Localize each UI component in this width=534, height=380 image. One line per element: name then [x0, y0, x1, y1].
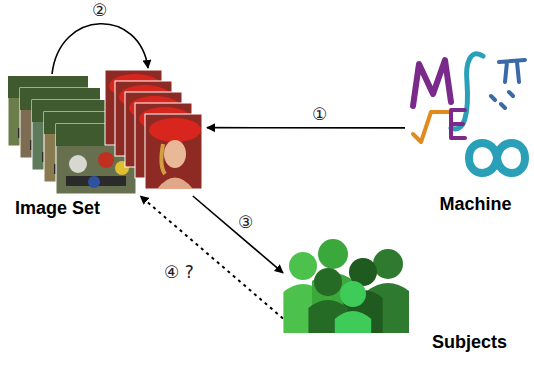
dotted-arrow	[140, 196, 283, 318]
loop-arrow	[52, 24, 148, 74]
step-number: ①	[310, 104, 329, 124]
node-label: Machine	[439, 194, 511, 215]
machine-illustration	[405, 42, 530, 190]
portrait-photo	[145, 114, 202, 189]
illustration-node: Subjects	[283, 236, 418, 333]
arrow	[193, 196, 283, 273]
step-number: ③	[236, 212, 255, 232]
person-silhouette	[335, 281, 371, 333]
step-number: ②	[90, 0, 109, 20]
node-label: Image Set	[15, 198, 100, 219]
illustration-node: Image Set	[5, 62, 207, 196]
arrow	[207, 127, 405, 129]
step-number: ④ ?	[162, 262, 196, 282]
people-illustration	[283, 236, 418, 333]
math-symbols	[413, 54, 525, 173]
illustration-node: Machine	[405, 42, 530, 190]
node-label: Subjects	[432, 332, 507, 353]
images-illustration	[5, 62, 207, 196]
